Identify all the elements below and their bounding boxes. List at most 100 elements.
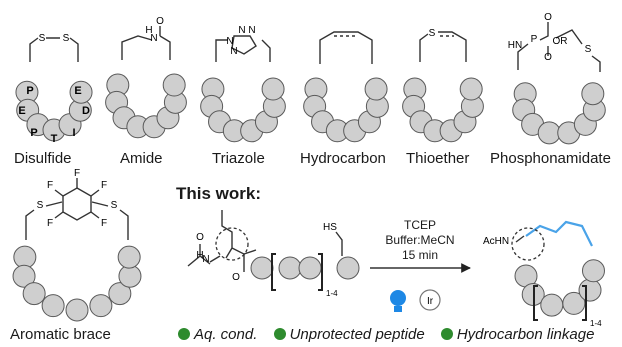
label-triazole: Triazole (212, 150, 265, 167)
linkers (25, 22, 601, 273)
atom-label: S (429, 28, 436, 39)
residue-letter: E (74, 85, 81, 97)
atom-label: O (232, 272, 240, 283)
atom-label: N (202, 254, 209, 265)
residue-bead (336, 256, 360, 280)
residue-bead (41, 294, 65, 318)
triazole-linker (215, 39, 271, 62)
residue-bead (578, 278, 602, 302)
benzene-ring (62, 187, 92, 221)
condition-solvent: Buffer:MeCN (385, 233, 455, 247)
reaction-conditions: TCEP Buffer:MeCN 15 min (370, 218, 470, 263)
residue-bead (261, 77, 285, 101)
residue-bead (22, 282, 46, 306)
atom-label: H (145, 25, 152, 36)
acetamide (187, 244, 221, 267)
residue-letter: P (26, 85, 33, 97)
allyl-chain (221, 210, 257, 272)
label-hydrocarbon: Hydrocarbon (300, 150, 386, 167)
atom-label: HS (323, 222, 337, 233)
repeat-subscript: 1-4 (590, 319, 602, 328)
phosphonamidate-linker (517, 22, 601, 72)
label-disulfide: Disulfide (14, 150, 72, 167)
atom-label: O (196, 232, 204, 243)
atom-label: Ir (427, 296, 434, 307)
atom-label: S (63, 33, 70, 44)
disulfide-linker (29, 37, 79, 62)
dashed-circles (215, 227, 545, 261)
atom-label: H (196, 250, 203, 261)
blue-linkage (525, 220, 593, 247)
atom-label: F (47, 218, 53, 229)
residue-bead (65, 298, 89, 322)
feature-unprotected: Unprotected peptide (289, 326, 425, 343)
thioether-linker (419, 31, 467, 62)
repeat-subscript: 1-4 (326, 289, 338, 298)
condition-reagent: TCEP (403, 218, 436, 232)
atom-label: S (111, 200, 118, 211)
atom-label: N (230, 46, 237, 57)
feature-list: Aq. cond. Unprotected peptide Hydrocarbo… (178, 326, 594, 343)
residue-bead (278, 256, 302, 280)
residue-bead (581, 259, 605, 283)
residue-bead (69, 80, 93, 104)
atom-label: S (39, 33, 46, 44)
product-chain (515, 235, 525, 243)
atom-label: HN (508, 40, 522, 51)
label-amide: Amide (120, 150, 163, 167)
iridium-catalyst-icon (419, 289, 441, 311)
residue-letter: P (30, 127, 37, 139)
this-work-heading: This work: (176, 184, 262, 203)
label-phosphonamidate: Phosphonamidate (490, 150, 611, 167)
label-thioether: Thioether (406, 150, 470, 167)
residue-bead (298, 256, 322, 280)
residue-letter: E (18, 105, 25, 117)
residue-bead (117, 245, 141, 269)
atom-label: F (101, 218, 107, 229)
residue-bead (89, 294, 113, 318)
atom-label: F (101, 180, 107, 191)
atom-label: S (585, 44, 592, 55)
atom-label: O (544, 12, 552, 23)
green-dot-icon (178, 328, 190, 340)
residue-bead (459, 77, 483, 101)
residue-bead (108, 282, 132, 306)
residue-bead (581, 82, 605, 106)
label-aromatic-brace: Aromatic brace (10, 326, 111, 343)
residue-letter: D (82, 105, 90, 117)
residue-bead (250, 256, 274, 280)
atom-label: N (150, 33, 157, 44)
atom-label: O (156, 16, 164, 27)
residue-bead (540, 293, 564, 317)
atom-label: F (74, 168, 80, 179)
feature-hydrocarbon: Hydrocarbon linkage (456, 326, 595, 343)
hydrocarbon-linker (319, 31, 373, 64)
residue-bead (364, 77, 388, 101)
green-dot-icon (440, 328, 453, 340)
residue-bead (562, 291, 586, 315)
green-dot-icon (273, 328, 286, 340)
residue-bead (537, 121, 561, 145)
residue-bead (162, 73, 186, 97)
feature-aq: Aq. cond. (194, 326, 258, 343)
residue-bead (12, 264, 36, 288)
atom-label: N (248, 25, 255, 36)
atom-label: OR (553, 36, 568, 47)
residue-letter: T (51, 133, 58, 145)
atom-label: N (238, 25, 245, 36)
aromatic-linker (25, 201, 129, 240)
thiol-chain (335, 231, 343, 256)
atom-label: N (226, 36, 233, 47)
atom-label: P (531, 34, 538, 45)
residue-letter: I (72, 127, 75, 139)
atom-label: O (544, 52, 552, 63)
brackets (271, 253, 587, 321)
atom-label: AcHN (483, 236, 509, 247)
bulb-icon (390, 290, 406, 312)
atom-label: F (47, 180, 53, 191)
atom-label: S (37, 200, 44, 211)
amide-linker (121, 26, 171, 60)
triazole-ring (231, 35, 257, 55)
